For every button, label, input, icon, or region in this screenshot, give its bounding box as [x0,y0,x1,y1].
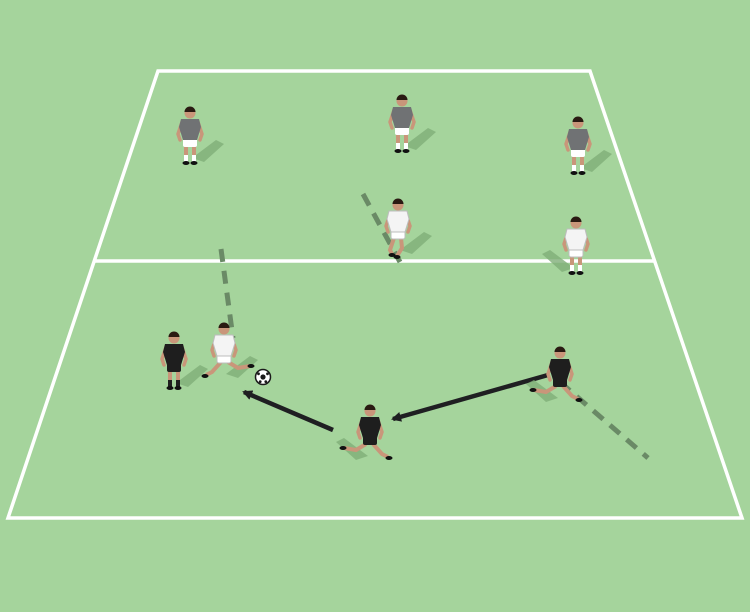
player-grey-standing [176,106,224,165]
run-path [558,380,650,460]
player-black-standing [160,331,208,390]
pass-arrow [391,372,549,422]
run-path [218,248,236,339]
player-white-running [384,198,432,259]
player-grey-standing [388,94,436,153]
player-grey-standing [564,116,612,175]
pass-arrows [242,372,549,433]
run-path [360,192,403,264]
run-paths [218,192,650,460]
player-white-kicking [201,322,258,378]
field-boundary [5,69,745,520]
pass-arrow [242,389,334,433]
players [160,94,612,460]
player-white-standing [542,216,590,275]
player-black-passing [336,404,393,460]
player-black-passing [526,346,583,402]
ball-icon [254,368,272,386]
